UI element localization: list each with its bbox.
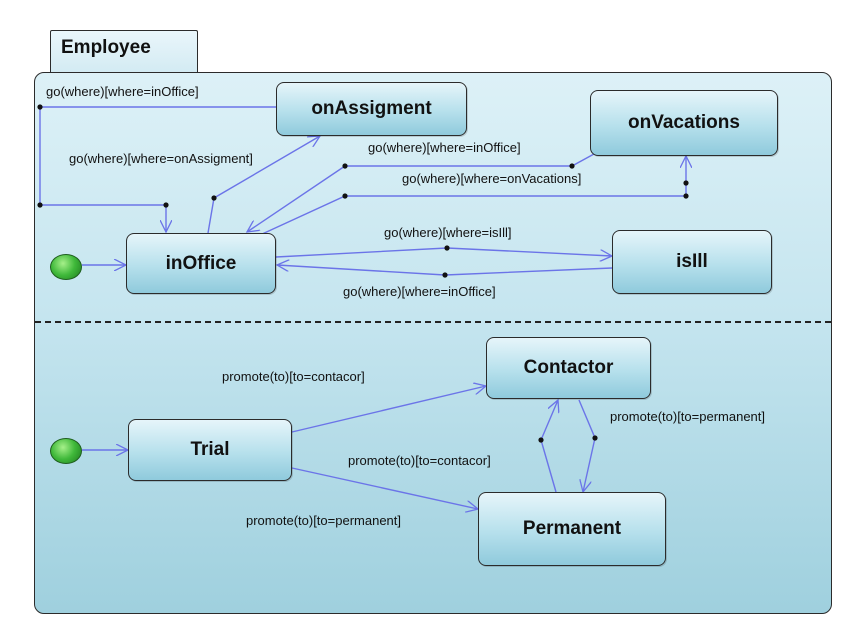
initial-state-bottom (50, 438, 82, 464)
state-trial[interactable]: Trial (128, 419, 292, 481)
transition-label: promote(to)[to=contacor] (222, 369, 365, 384)
initial-state-top (50, 254, 82, 280)
package-title: Employee (61, 37, 151, 58)
package-tab: Employee (50, 30, 198, 72)
transition-label: go(where)[where=onVacations] (402, 171, 582, 186)
state-onassigment[interactable]: onAssigment (276, 82, 467, 136)
state-onvacations[interactable]: onVacations (590, 90, 778, 156)
transition-label: go(where)[where=inOffice] (368, 140, 521, 155)
transition-label: go(where)[where=isIll] (384, 225, 512, 240)
state-inoffice[interactable]: inOffice (126, 233, 276, 294)
transition-label: promote(to)[to=permanent] (610, 409, 765, 424)
state-isill[interactable]: isIll (612, 230, 772, 294)
transition-label: go(where)[where=inOffice] (46, 84, 199, 99)
state-contactor[interactable]: Contactor (486, 337, 651, 399)
transition-label: go(where)[where=onAssigment] (69, 151, 253, 166)
transition-label: promote(to)[to=contacor] (348, 453, 491, 468)
region-divider (35, 321, 831, 323)
transition-label: go(where)[where=inOffice] (343, 284, 496, 299)
transition-label: promote(to)[to=permanent] (246, 513, 401, 528)
state-permanent[interactable]: Permanent (478, 492, 666, 566)
